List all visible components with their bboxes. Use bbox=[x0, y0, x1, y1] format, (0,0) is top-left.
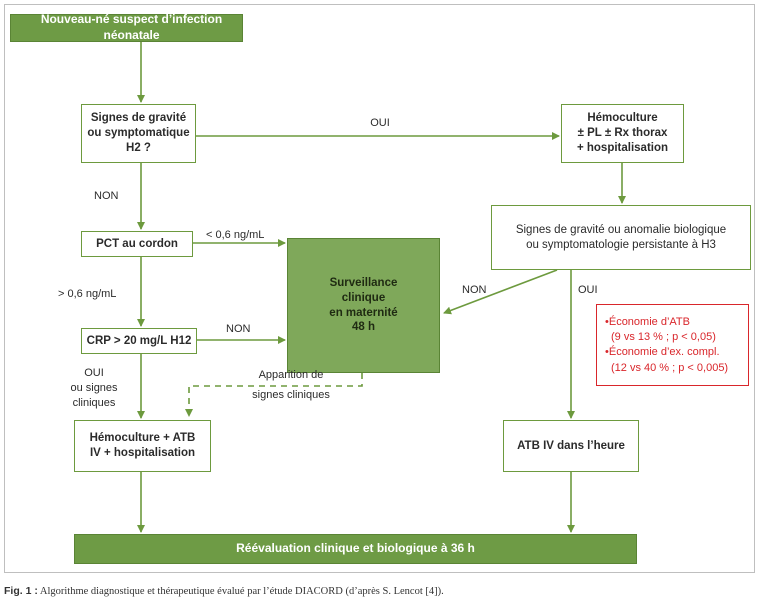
benefit-atb: •Économie d’ATB bbox=[605, 316, 690, 328]
benefit-atb-stats: (9 vs 13 % ; p < 0,05) bbox=[611, 331, 716, 344]
node-reevaluation: Réévaluation clinique et biologique à 36… bbox=[74, 534, 637, 564]
label-apparition: Apparition de signes cliniques bbox=[252, 369, 330, 401]
label-oui-top: OUI bbox=[370, 117, 390, 129]
node-gravite-h3: Signes de gravité ou anomalie biologique… bbox=[491, 205, 751, 270]
node-crp: CRP > 20 mg/L H12 bbox=[81, 328, 197, 354]
figure-frame bbox=[4, 4, 755, 573]
node-atb-iv: ATB IV dans l’heure bbox=[503, 420, 639, 472]
figure-caption: Fig. 1 : Algorithme diagnostique et thér… bbox=[4, 585, 444, 597]
benefit-ex-stats: (12 vs 40 % ; p < 0,005) bbox=[611, 361, 729, 374]
node-surveillance: Surveillance clinique en maternité 48 h bbox=[287, 238, 440, 373]
node-pct: PCT au cordon bbox=[81, 231, 193, 257]
node-hemoculture-pl: Hémoculture ± PL ± Rx thorax + hospitali… bbox=[561, 104, 684, 163]
label-non-crp: NON bbox=[226, 323, 251, 335]
caption-label: Fig. 1 : bbox=[4, 585, 38, 597]
arrow-gravite-h3-to-surveillance-non bbox=[443, 269, 558, 315]
benefit-ex: •Économie d’ex. compl. bbox=[605, 346, 720, 359]
node-hemoculture-atb: Hémoculture + ATB IV + hospitalisation bbox=[74, 420, 211, 472]
label-pct-high: > 0,6 ng/mL bbox=[58, 288, 117, 300]
label-non-left: NON bbox=[94, 190, 119, 202]
benefits-box: •Économie d’ATB (9 vs 13 % ; p < 0,05) •… bbox=[596, 304, 749, 386]
caption-text: Algorithme diagnostique et thérapeutique… bbox=[39, 586, 444, 597]
label-non-h3: NON bbox=[462, 284, 487, 296]
dashed-apparition-path bbox=[185, 373, 363, 417]
node-gravite-h2: Signes de gravité ou symptomatique H2 ? bbox=[81, 104, 196, 163]
label-pct-low: < 0,6 ng/mL bbox=[206, 229, 265, 241]
label-oui-h3: OUI bbox=[578, 284, 598, 296]
node-start: Nouveau-né suspect d’infection néonatale bbox=[10, 12, 243, 42]
label-oui-crp: OUI ou signes cliniques bbox=[70, 367, 118, 409]
